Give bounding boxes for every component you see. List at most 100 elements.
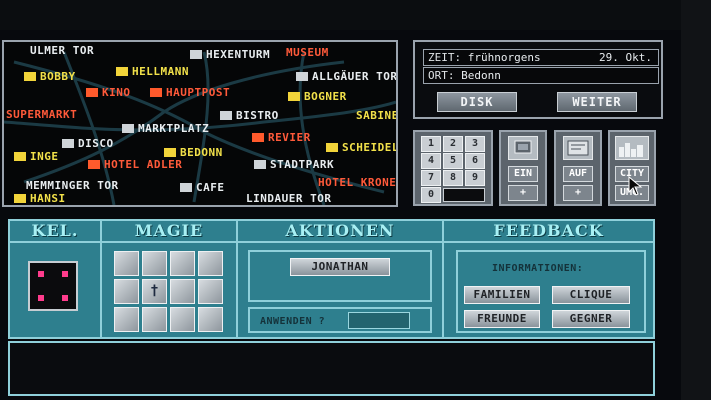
location-ulmer-tor[interactable]: ULMER TOR [30,44,95,57]
location-hotel-krone[interactable]: HOTEL KRONE [318,176,397,189]
time-value: frühnorgens [467,51,541,64]
marker-bogner [288,92,300,101]
marker-bobby [24,72,36,81]
location-inge[interactable]: INGE [14,150,59,163]
city-skyline-icon[interactable] [615,136,649,160]
cross-icon: † [150,283,159,299]
magic-slot[interactable] [198,251,223,276]
marker-hotel-adler [88,160,100,169]
kel-slot[interactable] [28,261,78,311]
number-keypad: 1 2 3 4 5 6 7 8 9 0 [413,130,493,206]
kel-marker [38,295,44,301]
disk-button[interactable]: DISK [437,92,517,112]
marker-hexenturm [190,50,202,59]
informationen-heading: INFORMATIONEN: [492,263,584,274]
action-band: KEL. MAGIE AKTIONEN FEEDBACK † [8,219,655,339]
location-value: Bedonn [461,69,501,82]
magic-slot[interactable] [198,279,223,304]
location-cafe[interactable]: CAFE [180,181,225,194]
marker-stadtpark [254,160,266,169]
marker-hauptpost [150,88,162,97]
key-0[interactable]: 0 [421,187,441,203]
magic-slot[interactable] [170,307,195,332]
location-supermarkt[interactable]: SUPERMARKT [6,108,78,121]
location-bistro[interactable]: BISTRO [220,109,279,122]
location-lindauer-tor[interactable]: LINDAUER TOR [246,192,332,205]
key-2[interactable]: 2 [443,136,463,152]
header-divider [10,241,653,243]
magic-slot[interactable] [114,251,139,276]
location-hexenturm[interactable]: HEXENTURM [190,48,270,61]
location-scheidel[interactable]: SCHEIDEL [326,141,396,154]
anwenden-input[interactable] [348,312,410,329]
location-bogner[interactable]: BOGNER [288,90,347,103]
location-memminger-tor[interactable]: MEMMINGER TOR [26,179,119,192]
key-3[interactable]: 3 [465,136,485,152]
location-hotel-adler[interactable]: HOTEL ADLER [88,158,182,171]
ein-plus-button[interactable]: + [508,185,538,201]
marker-kino [86,88,98,97]
key-1[interactable]: 1 [421,136,441,152]
key-5[interactable]: 5 [443,153,463,169]
apply-panel: ANWENDEN ? [248,307,432,333]
info-panel: ZEIT: frühnorgens 29. Okt. ORT: Bedonn D… [413,40,663,119]
location-stadtpark[interactable]: STADTPARK [254,158,334,171]
key-9[interactable]: 9 [465,170,485,186]
auf-button[interactable]: AUF [563,166,593,182]
marker-revier [252,133,264,142]
location-allgaeuer-tor[interactable]: ALLGÄUER TOR [296,70,396,83]
key-7[interactable]: 7 [421,170,441,186]
tv-icon[interactable] [508,136,538,160]
location-marktplatz[interactable]: MARKTPLATZ [122,122,209,135]
marker-marktplatz [122,124,134,133]
location-hauptpost[interactable]: HAUPTPOST [150,86,230,99]
location-hellmann[interactable]: HELLMANN [116,65,189,78]
auf-plus-button[interactable]: + [563,185,593,201]
gegner-button[interactable]: GEGNER [552,310,630,328]
anwenden-label: ANWENDEN ? [260,316,326,327]
magic-slot[interactable] [170,251,195,276]
location-sabine[interactable]: SABINE [356,109,398,122]
location-disco[interactable]: DISCO [62,137,114,150]
key-4[interactable]: 4 [421,153,441,169]
divider-1 [100,221,102,337]
key-8[interactable]: 8 [443,170,463,186]
location-revier[interactable]: REVIER [252,131,311,144]
magic-slot[interactable] [198,307,223,332]
magic-slot[interactable] [114,279,139,304]
magic-slot[interactable] [142,307,167,332]
freunde-button[interactable]: FREUNDE [464,310,540,328]
familien-button[interactable]: FAMILIEN [464,286,540,304]
document-icon[interactable] [563,136,593,160]
magic-slot[interactable] [142,251,167,276]
divider-3 [442,221,444,337]
city-control: CITY UMG. [608,130,656,206]
key-6[interactable]: 6 [465,153,485,169]
time-field: ZEIT: frühnorgens 29. Okt. [423,49,659,66]
magie-header: MAGIE [134,221,204,240]
magic-slot[interactable] [170,279,195,304]
date-value: 29. Okt. [599,51,652,64]
feedback-header: FEEDBACK [493,221,604,240]
marker-bistro [220,111,232,120]
location-bedonn[interactable]: BEDONN [164,146,223,159]
location-kino[interactable]: KINO [86,86,131,99]
marker-allgaeuer-tor [296,72,308,81]
location-hansi[interactable]: HANSI [14,192,66,205]
location-bobby[interactable]: BOBBY [24,70,76,83]
jonathan-button[interactable]: JONATHAN [290,258,390,276]
ein-button[interactable]: EIN [508,166,538,182]
clique-button[interactable]: CLIQUE [552,286,630,304]
marker-hellmann [116,67,128,76]
location-museum[interactable]: MUSEUM [286,46,329,59]
monitor-bezel [0,0,711,30]
magic-grid: † [114,251,223,332]
marker-disco [62,139,74,148]
magic-slot-cross[interactable]: † [142,279,167,304]
mouse-cursor-icon [628,176,643,196]
weiter-button[interactable]: WEITER [557,92,637,112]
time-label: ZEIT: [428,51,462,64]
kel-marker [62,271,68,277]
magic-slot[interactable] [114,307,139,332]
